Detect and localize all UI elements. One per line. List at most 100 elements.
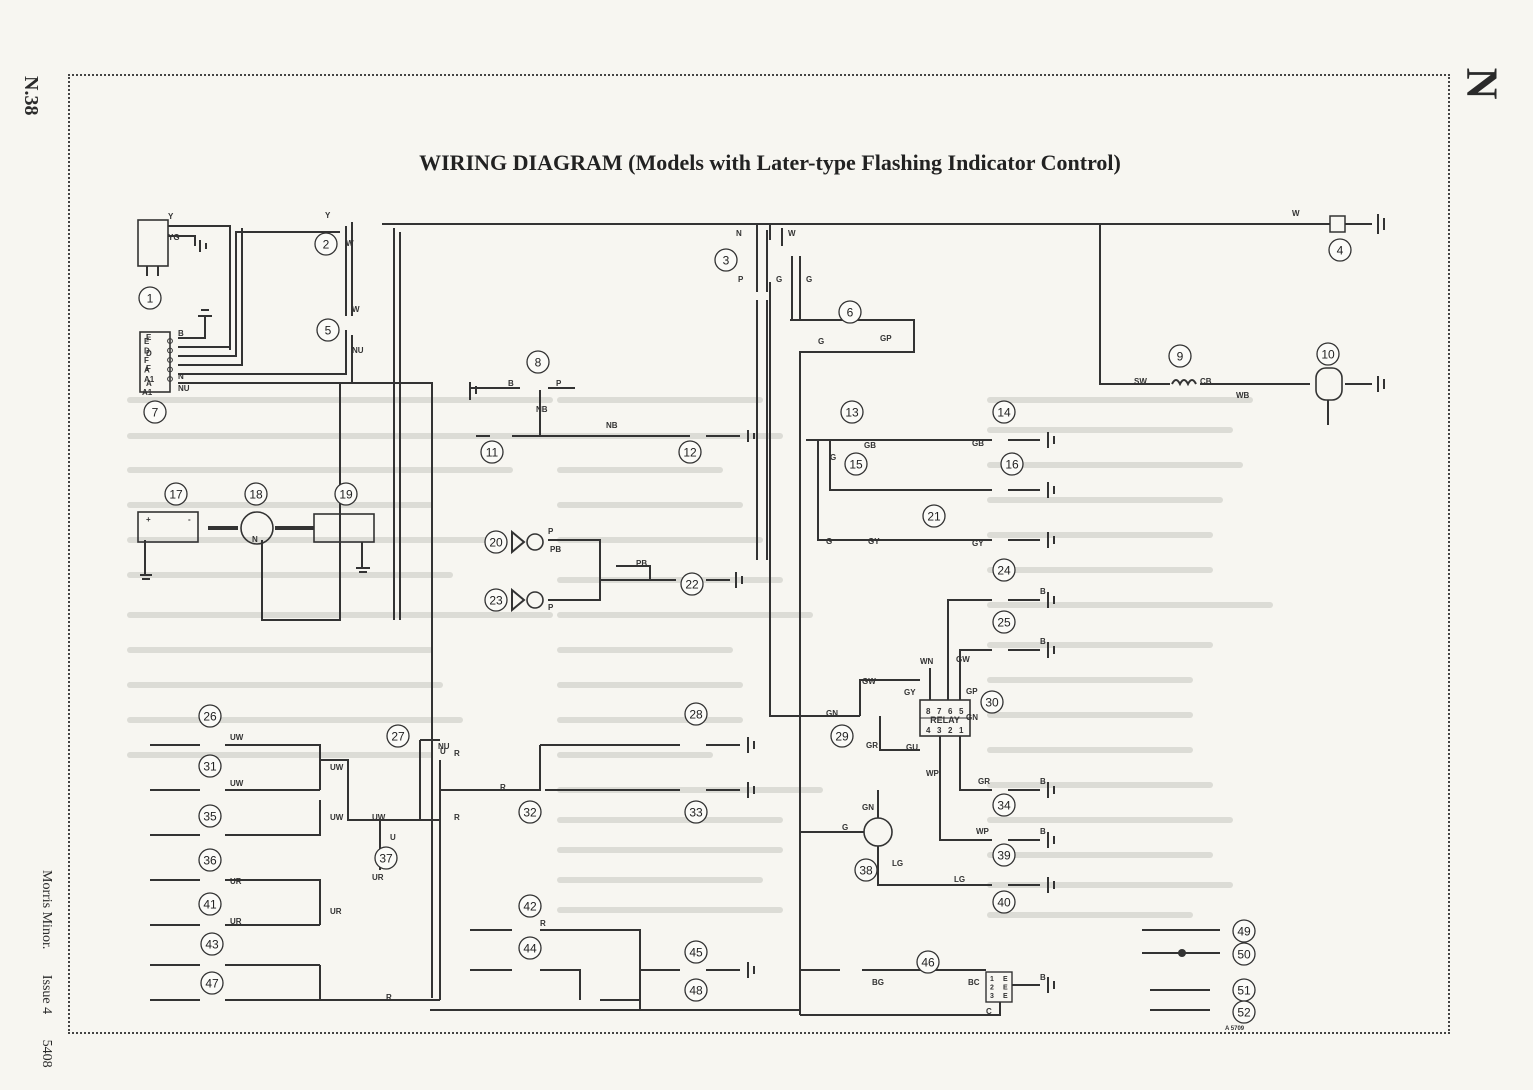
wire-code-gp: GP bbox=[880, 334, 892, 343]
relay-pin-top: 8 bbox=[926, 707, 931, 716]
reference-number-8: 8 bbox=[526, 350, 550, 374]
wire-code-b: B bbox=[1040, 777, 1046, 786]
reference-number-33: 33 bbox=[684, 800, 708, 824]
reference-number-19: 19 bbox=[334, 482, 358, 506]
reference-number-13: 13 bbox=[840, 400, 864, 424]
reference-number-23: 23 bbox=[484, 588, 508, 612]
reference-number-label: 47 bbox=[205, 977, 219, 991]
wire-code-gn: GN bbox=[862, 803, 874, 812]
reference-number-label: 33 bbox=[689, 806, 703, 820]
wire-code-w: W bbox=[1292, 209, 1300, 218]
wire-code-b: B bbox=[1040, 973, 1046, 982]
control-box-terminal: D bbox=[144, 347, 150, 356]
reference-number-label: 21 bbox=[927, 510, 941, 524]
reference-number-label: 2 bbox=[323, 238, 330, 252]
reference-number-22: 22 bbox=[680, 572, 704, 596]
fuse-terminal: 2 bbox=[990, 985, 994, 992]
fuse-terminal-letter: E bbox=[1003, 985, 1008, 992]
reference-number-label: 51 bbox=[1237, 984, 1251, 998]
wire-code-r: R bbox=[540, 919, 546, 928]
reference-number-label: 42 bbox=[523, 900, 537, 914]
wire-code-gy: GY bbox=[868, 537, 880, 546]
wire-code-bc: BC bbox=[968, 978, 980, 987]
reference-number-label: 17 bbox=[169, 488, 183, 502]
reference-number-label: 36 bbox=[203, 854, 217, 868]
reference-number-label: 9 bbox=[1177, 350, 1184, 364]
wire-code-b: B bbox=[1040, 827, 1046, 836]
wire-code-a: A bbox=[146, 379, 152, 388]
wire-code-b: B bbox=[1040, 587, 1046, 596]
reference-number-label: 24 bbox=[997, 564, 1011, 578]
wire-code-u: U bbox=[390, 833, 396, 842]
reference-number-48: 48 bbox=[684, 978, 708, 1002]
wire-code-d: D bbox=[146, 349, 152, 358]
control-box-terminal: A1 bbox=[144, 375, 155, 384]
reference-number-label: 1 bbox=[147, 292, 154, 306]
reference-number-47: 47 bbox=[200, 971, 224, 995]
reference-number-label: 22 bbox=[685, 578, 699, 592]
wire-code-gu: GU bbox=[906, 743, 918, 752]
reference-number-18: 18 bbox=[244, 482, 268, 506]
reference-number-1: 1 bbox=[138, 286, 162, 310]
reference-number-30: 30 bbox=[980, 690, 1004, 714]
diagram-title: WIRING DIAGRAM (Models with Later-type F… bbox=[419, 150, 1121, 175]
wire-code-e: E bbox=[146, 333, 152, 342]
reference-number-9: 9 bbox=[1168, 344, 1192, 368]
reference-number-label: 12 bbox=[683, 446, 697, 460]
reference-number-4: 4 bbox=[1328, 238, 1352, 262]
wire-code-b: B bbox=[178, 329, 184, 338]
reference-number-label: 18 bbox=[249, 488, 263, 502]
reference-number-29: 29 bbox=[830, 724, 854, 748]
reference-number-35: 35 bbox=[198, 804, 222, 828]
reference-number-label: 6 bbox=[847, 306, 854, 320]
reference-number-label: 35 bbox=[203, 810, 217, 824]
wire-code-wb: WB bbox=[1236, 391, 1250, 400]
reference-number-label: 16 bbox=[1005, 458, 1019, 472]
wire-code-pb: PB bbox=[636, 559, 647, 568]
reference-number-label: 13 bbox=[845, 406, 859, 420]
reference-number-label: 46 bbox=[921, 956, 935, 970]
wire-code-w: W bbox=[346, 239, 354, 248]
reference-number-label: 45 bbox=[689, 946, 703, 960]
reference-number-label: 20 bbox=[489, 536, 503, 550]
reference-number-label: 15 bbox=[849, 458, 863, 472]
wire-code-f: F bbox=[146, 364, 151, 373]
wire-code-nb: NB bbox=[536, 405, 548, 414]
fuse-terminal: 1 bbox=[990, 976, 994, 983]
reference-number-label: 44 bbox=[523, 942, 537, 956]
reference-number-52: 52 bbox=[1232, 1000, 1256, 1024]
reference-number-label: 23 bbox=[489, 594, 503, 608]
relay-pin-bottom: 4 bbox=[926, 726, 931, 735]
wire-code-g: G bbox=[818, 337, 824, 346]
reference-number-label: 3 bbox=[723, 254, 730, 268]
dotted-page-border bbox=[68, 74, 1450, 1034]
wire-code-p: P bbox=[556, 379, 562, 388]
reference-number-34: 34 bbox=[992, 793, 1016, 817]
reference-number-43: 43 bbox=[200, 932, 224, 956]
reference-number-44: 44 bbox=[518, 936, 542, 960]
wire-code-r: R bbox=[386, 993, 392, 1002]
wire-code-g: G bbox=[842, 823, 848, 832]
wire-code-p: P bbox=[548, 603, 554, 612]
wire-code-wp: WP bbox=[976, 827, 990, 836]
reference-number-label: 48 bbox=[689, 984, 703, 998]
reference-number-39: 39 bbox=[992, 843, 1016, 867]
reference-number-11: 11 bbox=[480, 440, 504, 464]
reference-number-label: 28 bbox=[689, 708, 703, 722]
wire-code-nu: NU bbox=[438, 742, 450, 751]
wire-code-w: W bbox=[788, 229, 796, 238]
reference-number-36: 36 bbox=[198, 848, 222, 872]
reference-number-49: 49 bbox=[1232, 919, 1256, 943]
reference-number-31: 31 bbox=[198, 754, 222, 778]
wire-code-r: R bbox=[500, 783, 506, 792]
wire-code-g: G bbox=[830, 453, 836, 462]
reference-number-label: 43 bbox=[205, 938, 219, 952]
reference-number-label: 40 bbox=[997, 896, 1011, 910]
reference-number-label: 30 bbox=[985, 696, 999, 710]
wire-code-g: G bbox=[776, 275, 782, 284]
reference-number-10: 10 bbox=[1316, 342, 1340, 366]
wire-code-gy: GY bbox=[972, 539, 984, 548]
